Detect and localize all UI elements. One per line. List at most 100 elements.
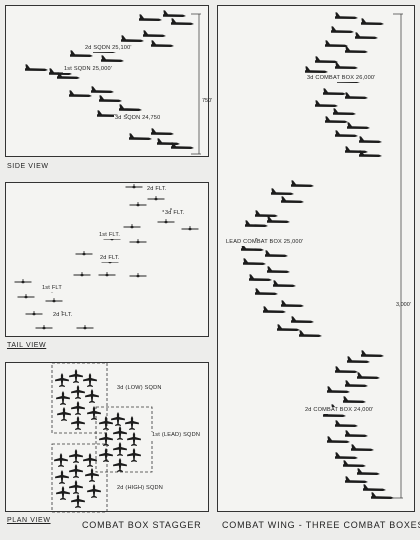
caption-plan-view: PLAN VIEW <box>7 517 51 524</box>
side-plane <box>359 150 382 158</box>
tail-view-drawing <box>14 184 199 330</box>
side-plane <box>335 452 358 460</box>
side-plane <box>343 396 366 404</box>
side-plane <box>99 95 122 102</box>
tail-plane <box>125 184 143 189</box>
side-plane <box>335 420 358 428</box>
side-plane <box>335 12 358 19</box>
side-plane <box>345 430 368 438</box>
side-plane <box>323 88 346 95</box>
label-2d-combat-box: 2d COMBAT BOX 24,000' <box>304 407 375 414</box>
side-plane <box>57 72 80 79</box>
plan-plane <box>87 484 101 498</box>
side-plane <box>255 210 278 218</box>
side-plane <box>305 66 328 73</box>
side-plane <box>139 14 162 21</box>
plan-plane <box>85 468 99 482</box>
plan-plane <box>99 432 113 446</box>
side-plane <box>171 142 194 150</box>
side-plane <box>345 476 368 484</box>
side-plane <box>347 122 370 129</box>
combat-wing-drawing <box>241 12 403 500</box>
side-plane <box>91 86 114 93</box>
tail-plane <box>147 196 165 201</box>
side-plane <box>357 372 380 380</box>
plan-plane <box>113 426 127 440</box>
tail-plane <box>129 202 147 207</box>
side-plane <box>157 138 180 146</box>
side-view-drawing <box>25 10 201 155</box>
side-view-panel: 2d SQDN 25,100' 1st SQDN 25,000' 3d SQDN… <box>5 5 212 157</box>
label-2d-flt-mid: 2d FLT. <box>99 255 121 262</box>
combat-wing-panel: 3d COMBAT BOX 26,000' LEAD COMBAT BOX 25… <box>217 5 415 512</box>
plan-plane <box>56 486 70 500</box>
side-plane <box>323 410 346 418</box>
plan-plane <box>85 389 99 403</box>
side-plane <box>143 30 166 37</box>
side-plane <box>25 64 48 71</box>
plan-plane <box>69 369 83 383</box>
side-plane <box>345 92 368 99</box>
plan-plane <box>113 458 127 472</box>
side-plane <box>263 306 286 314</box>
tail-plane <box>45 298 63 303</box>
side-plane <box>361 350 384 358</box>
title-combat-box-stagger: COMBAT BOX STAGGER <box>82 520 202 530</box>
side-plane <box>121 35 144 42</box>
side-plane <box>70 50 93 57</box>
tail-view-panel: 2d FLT. 3d FLT. 1st FLT. 2d FLT. 1st FLT… <box>5 182 209 337</box>
label-high-sqdn: 2d (HIGH) SQDN <box>116 485 165 492</box>
side-plane <box>343 460 366 468</box>
side-plane <box>245 220 268 228</box>
side-plane <box>327 436 350 444</box>
label-lead-sqdn: 1st (LEAD) SQDN <box>151 432 202 439</box>
side-plane <box>331 26 354 33</box>
side-plane <box>351 444 374 452</box>
plan-plane <box>71 385 85 399</box>
label-low-sqdn: 3d (LOW) SQDN <box>116 385 163 392</box>
tail-plane <box>157 219 175 224</box>
plan-plane <box>71 494 85 508</box>
label-2d-flt-top: 2d FLT. <box>146 186 168 193</box>
plan-plane <box>83 453 97 467</box>
side-plane <box>129 133 152 141</box>
side-plane <box>345 146 368 154</box>
lead-sqdn-box <box>95 406 153 473</box>
side-plane <box>267 266 290 274</box>
plan-plane <box>71 416 85 430</box>
side-plane <box>335 366 358 374</box>
tail-plane <box>76 325 94 330</box>
side-plane <box>101 55 124 62</box>
label-1st-flt-mid: 1st FLT. <box>98 232 122 239</box>
plan-plane <box>125 416 139 430</box>
plan-plane <box>69 449 83 463</box>
side-plane <box>241 244 264 252</box>
tail-plane <box>123 224 141 229</box>
side-plane <box>335 130 358 138</box>
side-plane <box>171 18 194 26</box>
tail-plane <box>75 251 93 256</box>
plan-plane <box>69 480 83 494</box>
side-plane <box>325 116 348 123</box>
side-plane <box>291 180 314 188</box>
side-plane <box>267 216 290 224</box>
label-3d-combat-box: 3d COMBAT BOX 26,000' <box>306 75 377 82</box>
tail-plane <box>35 325 53 330</box>
plan-plane <box>99 448 113 462</box>
label-lead-combat-box: LEAD COMBAT BOX 25,000' <box>225 239 305 246</box>
plan-plane <box>57 407 71 421</box>
plan-plane <box>83 373 97 387</box>
label-2d-flt-low: 2d FLT. <box>52 312 74 319</box>
side-plane <box>361 18 384 26</box>
label-3d-sqdn: 3d SQDN 24,750 <box>114 115 162 122</box>
tail-plane <box>181 226 199 231</box>
label-2d-sqdn: 2d SQDN 25,100' <box>84 45 133 52</box>
plan-plane <box>69 464 83 478</box>
plan-plane <box>56 391 70 405</box>
tail-plane <box>129 273 147 278</box>
plan-plane <box>55 470 69 484</box>
side-plane <box>271 188 294 196</box>
plan-plane <box>127 448 141 462</box>
side-plane <box>327 386 350 394</box>
label-3d-flt: 3d FLT. <box>164 210 186 217</box>
